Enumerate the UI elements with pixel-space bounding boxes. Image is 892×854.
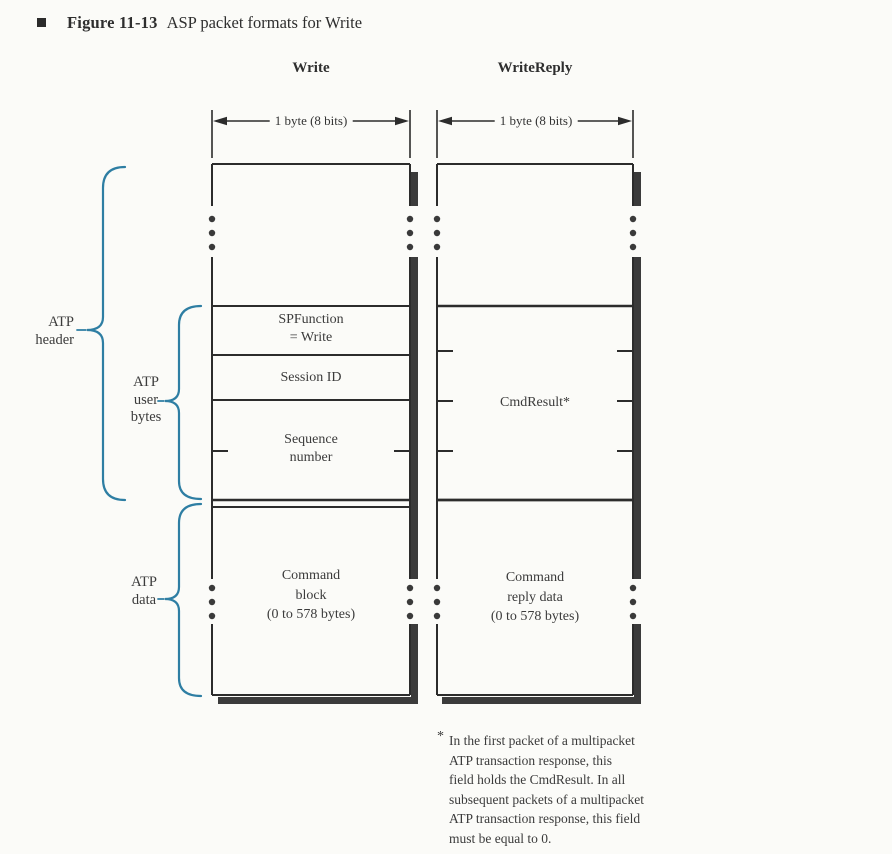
write-arrowheads bbox=[213, 116, 409, 126]
field-command-block: Command block (0 to 578 bytes) bbox=[266, 568, 356, 622]
label-atp-data: ATP data bbox=[131, 574, 157, 608]
write-byte-scale-label: 1 byte (8 bits) bbox=[269, 113, 353, 129]
field-command-reply-data: Command reply data (0 to 578 bytes) bbox=[490, 570, 580, 624]
field-spfunction: SPFunction = Write bbox=[278, 312, 344, 345]
atp-data-brace bbox=[164, 502, 203, 698]
writereply-arrowheads bbox=[438, 116, 632, 126]
writereply-column-title: WriteReply bbox=[497, 60, 573, 76]
write-packet-box bbox=[211, 163, 411, 696]
footnote-asterisk: * bbox=[437, 729, 444, 744]
atp-user-bytes-brace bbox=[164, 304, 203, 501]
writereply-packet-box bbox=[436, 163, 634, 696]
writereply-box-shadow bbox=[442, 172, 641, 704]
atp-header-brace bbox=[86, 165, 127, 502]
field-session-id: Session ID bbox=[280, 370, 342, 385]
figure-number: Figure 11-13 bbox=[67, 13, 158, 32]
figure-caption-text: ASP packet formats for Write bbox=[166, 13, 363, 32]
writereply-byte-boundary-ticks bbox=[437, 350, 633, 452]
label-atp-header: ATP header bbox=[35, 314, 74, 348]
write-box-shadow bbox=[218, 172, 418, 704]
square-bullet-icon bbox=[37, 18, 46, 27]
field-cmdresult: CmdResult* bbox=[499, 395, 571, 410]
writereply-ellipsis-dots bbox=[433, 215, 637, 620]
cmdresult-footnote: * In the first packet of a multipacket A… bbox=[437, 729, 644, 846]
field-sequence-number: Sequence number bbox=[284, 432, 338, 465]
label-atp-user-bytes: ATP user bytes bbox=[130, 374, 162, 425]
writereply-byte-scale-label: 1 byte (8 bits) bbox=[494, 113, 578, 129]
write-ellipsis-dots bbox=[208, 215, 414, 620]
write-column-title: Write bbox=[292, 60, 330, 76]
figure-caption: Figure 11-13 ASP packet formats for Writ… bbox=[37, 13, 362, 33]
brace-label-connectors bbox=[76, 329, 165, 600]
